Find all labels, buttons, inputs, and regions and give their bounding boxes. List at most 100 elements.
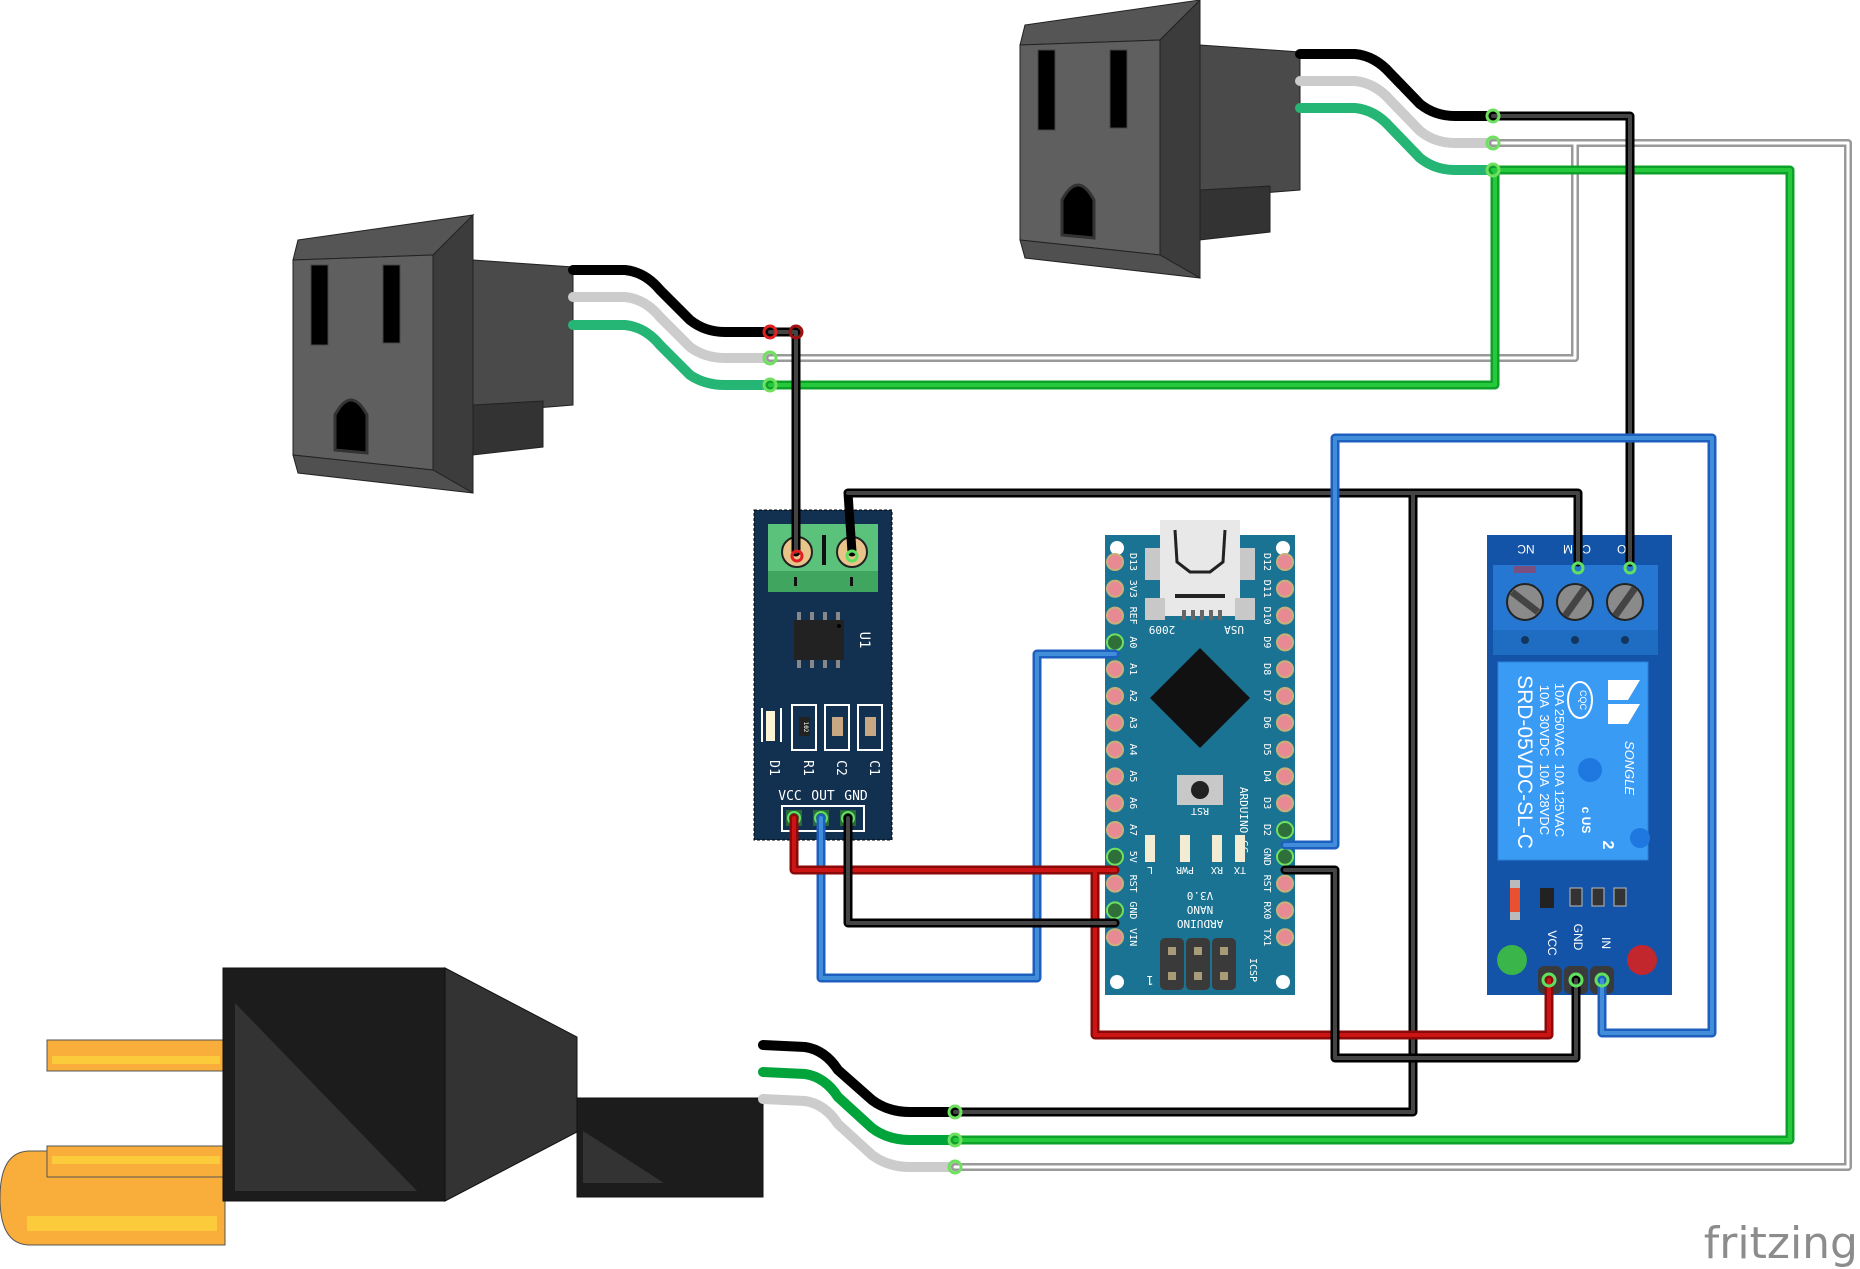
songle-logo-icon <box>1608 680 1640 724</box>
label-gnd: GND <box>844 789 868 804</box>
ac-outlet-2[interactable] <box>1018 0 1302 280</box>
icsp-header[interactable] <box>1160 938 1236 990</box>
relay-status-led <box>1627 945 1657 975</box>
arduino-pin-left-a3[interactable] <box>1106 713 1124 732</box>
arduino-pin-right-d5[interactable] <box>1276 740 1294 759</box>
arduino-pin-label: A0 <box>1127 636 1138 648</box>
usb-label-usa: USA <box>1224 623 1244 636</box>
icsp-label: ICSP <box>1247 958 1258 982</box>
arduino-pin-label: D6 <box>1261 717 1272 729</box>
arduino-pin-left-gnd[interactable] <box>1106 901 1124 920</box>
arduino-pin-label: A4 <box>1127 744 1138 756</box>
outlet-1-leads <box>568 265 775 390</box>
wire-neutral-white[interactable] <box>766 139 1852 1171</box>
arduino-pin-right-d3[interactable] <box>1276 794 1294 813</box>
relay-brand: SONGLE <box>1622 741 1637 796</box>
outlet-2-black-lead[interactable] <box>1295 49 1498 121</box>
plug-white-lead[interactable] <box>758 1094 960 1172</box>
arduino-pin-left-a2[interactable] <box>1106 687 1124 705</box>
arduino-pin-left-5v[interactable] <box>1106 847 1124 866</box>
label-r1: R1 <box>800 760 815 776</box>
arduino-pin-label: VIN <box>1127 928 1138 946</box>
current-sensor-module[interactable]: U1 102 D1 R1 C2 C1 VCC OUT GND <box>753 509 893 841</box>
ac-outlet-1[interactable] <box>291 213 575 495</box>
usb-label-2009: 2009 <box>1149 623 1176 636</box>
arduino-pin-label: RX0 <box>1261 901 1272 919</box>
usb-connector[interactable] <box>1145 520 1255 620</box>
arduino-pin-left-rst[interactable] <box>1106 874 1124 893</box>
model-line-2: NANO <box>1187 903 1214 916</box>
arduino-pin-label: D7 <box>1261 690 1272 702</box>
arduino-pin-left-3v3[interactable] <box>1106 579 1124 598</box>
label-d1: D1 <box>766 760 781 776</box>
arduino-pin-label: GND <box>1261 848 1272 866</box>
arduino-pin-label: A3 <box>1127 717 1138 729</box>
relay-spec-line-2: 10A 30VDC 10A 28VDC <box>1537 685 1552 835</box>
arduino-pin-right-rst[interactable] <box>1276 874 1294 893</box>
microcontroller-chip <box>1150 648 1250 748</box>
arduino-pin-right-d11[interactable] <box>1276 579 1294 598</box>
status-leds <box>1145 835 1245 862</box>
arduino-pin-label: D9 <box>1261 636 1272 648</box>
arduino-pin-left-a0[interactable] <box>1106 633 1124 652</box>
reset-label: RST <box>1191 805 1209 816</box>
arduino-pin-right-d12[interactable] <box>1276 553 1294 571</box>
arduino-nano[interactable]: 2009 USA RST ARDUINO.CC L PWR RX TX V3.0… <box>1105 520 1295 995</box>
arduino-pin-label: TX1 <box>1261 928 1272 946</box>
led-label-rx: RX <box>1211 864 1223 875</box>
arduino-pin-right-d8[interactable] <box>1276 660 1294 679</box>
arduino-pin-label: D3 <box>1261 797 1272 809</box>
plug-prong-top <box>46 1039 226 1072</box>
outlet-1-black-lead[interactable] <box>568 265 775 337</box>
arduino-pin-left-a5[interactable] <box>1106 767 1124 786</box>
arduino-pin-label: D5 <box>1261 744 1272 756</box>
arduino-pin-left-d13[interactable] <box>1106 553 1124 571</box>
arduino-pin-right-d9[interactable] <box>1276 633 1294 652</box>
wire-endpoints <box>762 108 1637 1175</box>
ac-power-plug[interactable] <box>0 967 764 1246</box>
relay-module[interactable]: NC COM NO SRD-05VDC-SL-C 10A 30VDC 10A 2… <box>1487 535 1672 995</box>
arduino-pin-left-a7[interactable] <box>1106 821 1124 839</box>
relay-pin-vcc-label: VCC <box>1545 930 1559 956</box>
arduino-pin-label: D4 <box>1261 770 1272 782</box>
arduino-pin-left-a6[interactable] <box>1106 794 1124 813</box>
arduino-pin-label: D2 <box>1261 824 1272 836</box>
arduino-pin-right-d7[interactable] <box>1276 687 1294 705</box>
relay-pin-in-label: IN <box>1599 937 1613 949</box>
fritzing-logo: fritzing <box>1704 1218 1858 1269</box>
arduino-pin-left-ref[interactable] <box>1106 606 1124 625</box>
label-c2: C2 <box>833 760 848 776</box>
plug-green-lead[interactable] <box>758 1067 960 1145</box>
arduino-pin-left-vin[interactable] <box>1106 928 1124 947</box>
arduino-pin-right-rx0[interactable] <box>1276 901 1294 920</box>
resistor-code: 102 <box>802 722 809 733</box>
label-out: OUT <box>811 789 835 804</box>
outlet-2-white-lead[interactable] <box>1295 76 1498 148</box>
arduino-pin-right-gnd[interactable] <box>1276 847 1294 866</box>
outlet-2-green-lead[interactable] <box>1295 103 1498 175</box>
outlet-1-white-lead[interactable] <box>568 292 775 363</box>
outlet-2-leads <box>1295 49 1498 175</box>
sensor-ic-chip <box>794 612 844 668</box>
arduino-pin-label: A7 <box>1127 824 1138 836</box>
relay-cert-ul: c US <box>1579 807 1593 834</box>
label-vcc: VCC <box>778 789 801 804</box>
outlet-1-green-lead[interactable] <box>568 320 775 390</box>
arduino-pin-right-d10[interactable] <box>1276 606 1294 625</box>
arduino-pin-right-d6[interactable] <box>1276 713 1294 732</box>
plug-black-lead-path[interactable] <box>758 1040 960 1117</box>
relay-terminal-nc-label: NC <box>1517 542 1535 556</box>
arduino-pin-left-a1[interactable] <box>1106 660 1124 679</box>
relay-spec-line-1: 10A 250VAC 10A 125VAC <box>1552 683 1567 837</box>
arduino-pin-label: D10 <box>1261 607 1272 625</box>
arduino-pin-label: GND <box>1127 901 1138 919</box>
arduino-pin-label: A6 <box>1127 797 1138 809</box>
wiring <box>765 111 1852 1171</box>
relay-pin-gnd-label: GND <box>1571 924 1585 951</box>
arduino-pin-right-d4[interactable] <box>1276 767 1294 786</box>
arduino-pin-left-a4[interactable] <box>1106 740 1124 759</box>
arduino-pin-right-d2[interactable] <box>1276 821 1294 839</box>
reset-button[interactable] <box>1177 775 1223 805</box>
arduino-pin-right-tx1[interactable] <box>1276 928 1294 947</box>
arduino-pin-label: A5 <box>1127 770 1138 782</box>
